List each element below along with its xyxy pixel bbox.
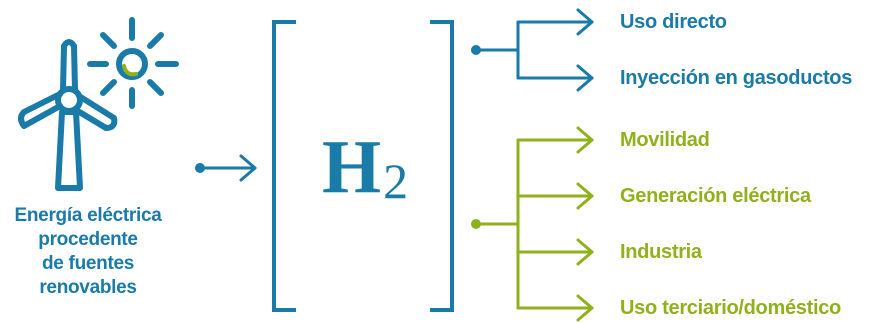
sun-icon (87, 17, 179, 109)
hydrogen-letter: H (321, 125, 382, 209)
output-generacion-electrica: Generación eléctrica (620, 185, 811, 207)
green-branch-dot (471, 219, 481, 229)
sun-glare-icon (122, 64, 138, 77)
wind-turbine-icon (18, 39, 118, 191)
green-branch (474, 126, 594, 322)
source-line-4: renovables (39, 277, 137, 298)
source-line-3: de fuentes (41, 253, 135, 274)
blue-branch (474, 8, 594, 92)
output-uso-terciario-domestico: Uso terciario/doméstico (620, 297, 841, 319)
input-arrow-dot (195, 163, 205, 173)
output-movilidad: Movilidad (620, 129, 710, 151)
source-label: Energía eléctrica procedente de fuentes … (8, 204, 168, 300)
left-bracket (272, 20, 296, 312)
input-arrow (198, 154, 257, 182)
output-inyeccion-gasoductos: Inyección en gasoductos (620, 67, 853, 89)
source-line-1: Energía eléctrica (14, 205, 162, 226)
hydrogen-subscript: 2 (383, 153, 409, 209)
source-line-2: procedente (38, 229, 138, 250)
output-industria: Industria (620, 241, 702, 263)
output-uso-directo: Uso directo (620, 11, 727, 33)
right-bracket (430, 20, 454, 312)
hydrogen-symbol: H2 (300, 122, 430, 212)
blue-branch-dot (471, 45, 481, 55)
